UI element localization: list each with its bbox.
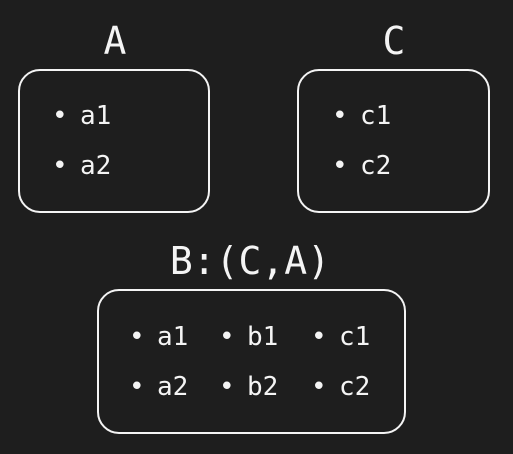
bullet-icon: •	[52, 101, 68, 131]
item-label: a2	[80, 151, 112, 181]
set-c-title: C	[382, 19, 406, 63]
bullet-icon: •	[52, 151, 68, 181]
bullet-icon: •	[129, 372, 145, 402]
bullet-icon: •	[219, 372, 235, 402]
set-b-item: • a2	[129, 374, 188, 400]
bullet-icon: •	[219, 322, 235, 352]
set-a-item: • a2	[52, 153, 111, 179]
item-label: a1	[157, 322, 189, 352]
bullet-icon: •	[311, 322, 327, 352]
bullet-icon: •	[129, 322, 145, 352]
set-b-item: • b2	[219, 374, 278, 400]
set-b-title: B:(C,A)	[169, 239, 331, 283]
item-label: c1	[360, 101, 392, 131]
item-label: a1	[80, 101, 112, 131]
set-a-item: • a1	[52, 103, 111, 129]
item-label: a2	[157, 372, 189, 402]
set-b-item: • c2	[311, 374, 370, 400]
item-label: c2	[339, 372, 371, 402]
set-b-item: • b1	[219, 324, 278, 350]
set-b-box: • a1 • b1 • c1 • a2 • b2 • c2	[97, 289, 406, 434]
set-b-item: • a1	[129, 324, 188, 350]
set-a-box: • a1 • a2	[18, 69, 210, 213]
set-c-item: • c1	[332, 103, 391, 129]
item-label: b1	[247, 322, 279, 352]
bullet-icon: •	[332, 101, 348, 131]
item-label: c1	[339, 322, 371, 352]
set-b-item: • c1	[311, 324, 370, 350]
item-label: c2	[360, 151, 392, 181]
bullet-icon: •	[332, 151, 348, 181]
item-label: b2	[247, 372, 279, 402]
bullet-icon: •	[311, 372, 327, 402]
set-c-box: • c1 • c2	[297, 69, 490, 213]
set-a-title: A	[103, 19, 127, 63]
set-c-item: • c2	[332, 153, 391, 179]
